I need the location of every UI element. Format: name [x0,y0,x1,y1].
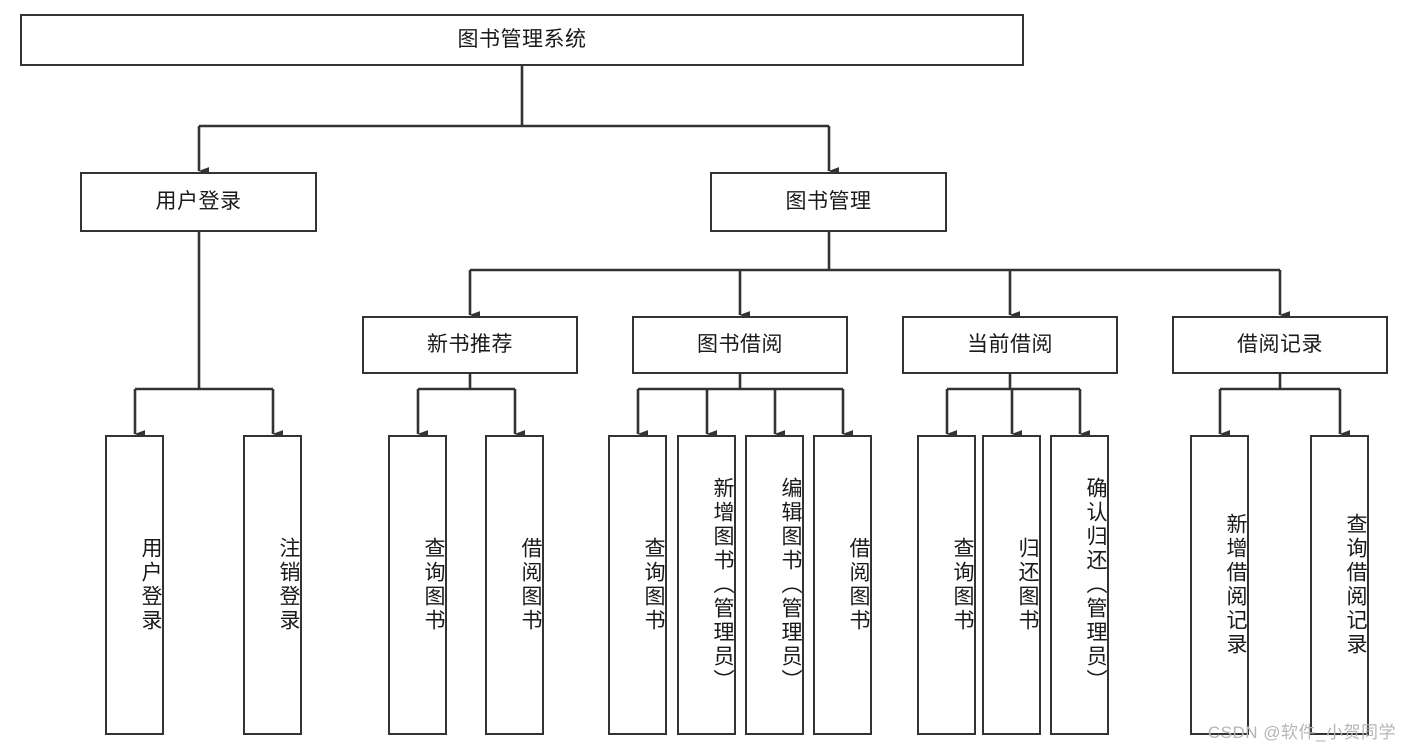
node-label: 新增图书（管理员） [711,477,734,693]
node-label: 归还图书 [1016,537,1039,633]
node-login[interactable]: 用户登录 [80,172,317,232]
node-leaf-rc-add[interactable]: 新增借阅记录 [1190,435,1249,735]
node-leaf-bw-query[interactable]: 查询图书 [608,435,667,735]
node-leaf-nb-query[interactable]: 查询图书 [388,435,447,735]
node-leaf-bw-edit[interactable]: 编辑图书（管理员） [745,435,804,735]
node-bookmgmt[interactable]: 图书管理 [710,172,947,232]
node-label: 查询借阅记录 [1344,513,1367,657]
node-label: 图书借阅 [697,332,783,356]
node-label: 图书管理 [785,189,872,213]
node-leaf-nb-borrow[interactable]: 借阅图书 [485,435,544,735]
node-label: 新增借阅记录 [1224,513,1247,657]
node-newbook[interactable]: 新书推荐 [362,316,578,374]
node-label: 借阅图书 [519,537,542,633]
node-label: 查询图书 [951,537,974,633]
node-label: 查询图书 [642,537,665,633]
node-label: 当前借阅 [967,332,1053,356]
node-label: 借阅记录 [1237,332,1323,356]
node-current[interactable]: 当前借阅 [902,316,1118,374]
node-label: 注销登录 [277,537,300,633]
node-leaf-rc-query[interactable]: 查询借阅记录 [1310,435,1369,735]
node-leaf-cu-return[interactable]: 归还图书 [982,435,1041,735]
node-leaf-cu-query[interactable]: 查询图书 [917,435,976,735]
node-leaf-login[interactable]: 用户登录 [105,435,164,735]
node-label: 编辑图书（管理员） [779,477,802,693]
csdn-watermark: CSDN @软件_小贺同学 [1207,723,1396,742]
node-leaf-logout[interactable]: 注销登录 [243,435,302,735]
node-borrow[interactable]: 图书借阅 [632,316,848,374]
node-records[interactable]: 借阅记录 [1172,316,1388,374]
node-leaf-bw-borrow[interactable]: 借阅图书 [813,435,872,735]
node-label: 新书推荐 [427,332,513,356]
node-leaf-cu-confirm[interactable]: 确认归还（管理员） [1050,435,1109,735]
node-label: 用户登录 [139,537,162,633]
node-label: 确认归还（管理员） [1084,477,1107,693]
node-leaf-bw-add[interactable]: 新增图书（管理员） [677,435,736,735]
node-label: 查询图书 [422,537,445,633]
node-root[interactable]: 图书管理系统 [20,14,1024,66]
node-label: 用户登录 [155,189,242,213]
node-label: 图书管理系统 [457,27,587,51]
node-label: 借阅图书 [847,537,870,633]
